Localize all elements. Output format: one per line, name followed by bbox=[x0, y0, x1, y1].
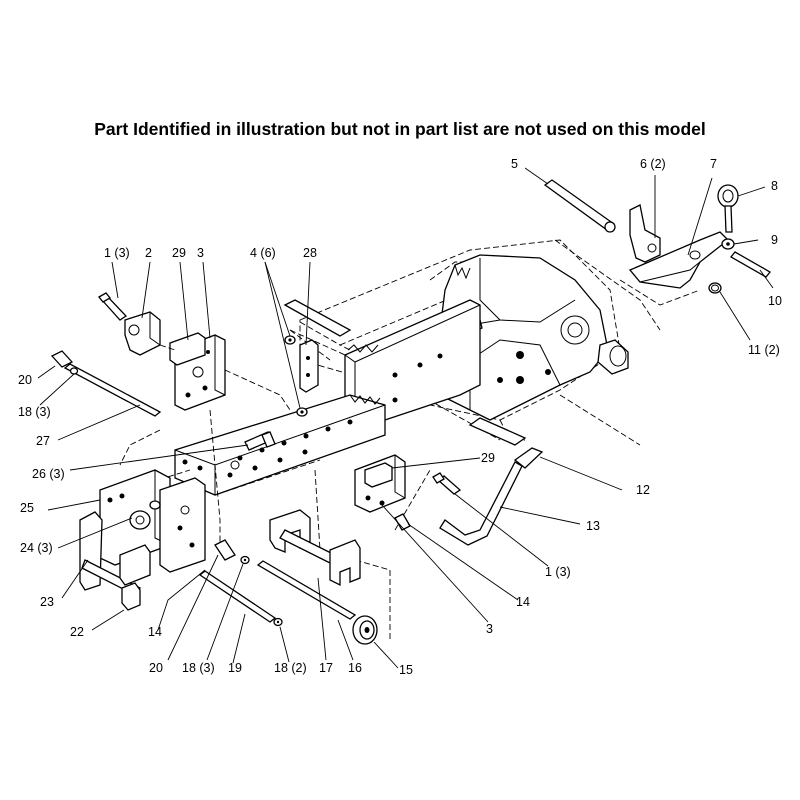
nut-part-4 bbox=[284, 335, 308, 417]
pin-part-5 bbox=[543, 179, 616, 233]
callout-14-left: 14 bbox=[148, 625, 162, 639]
callout-16: 16 bbox=[348, 661, 362, 675]
callout-8: 8 bbox=[771, 179, 778, 193]
bracket-part-17 bbox=[269, 509, 361, 587]
bracket-part-28 bbox=[299, 339, 319, 393]
spacer-part-14-lower bbox=[394, 513, 411, 531]
callout-12: 12 bbox=[636, 483, 650, 497]
callout-labels: 1 (3) 2 29 3 4 (6) 28 5 6 (2) 7 8 9 10 1… bbox=[18, 157, 782, 677]
link-part-22 bbox=[121, 582, 141, 611]
bushing-part-24 bbox=[129, 500, 161, 530]
washer-part-9 bbox=[721, 238, 735, 250]
callout-5: 5 bbox=[511, 157, 518, 171]
bracket-part-29-upper bbox=[169, 332, 206, 366]
clip-part-10 bbox=[730, 251, 771, 278]
callout-24: 24 (3) bbox=[20, 541, 53, 555]
callout-10: 10 bbox=[768, 294, 782, 308]
callout-6: 6 (2) bbox=[640, 157, 666, 171]
rod-part-19 bbox=[198, 570, 277, 623]
callout-11: 11 (2) bbox=[748, 343, 780, 357]
callout-18-lower: 18 (2) bbox=[274, 661, 307, 675]
leader-lines bbox=[37, 167, 774, 669]
callout-19: 19 bbox=[228, 661, 242, 675]
axle-shaft bbox=[283, 299, 527, 446]
callout-7: 7 bbox=[710, 157, 717, 171]
callout-14-right: 14 bbox=[516, 595, 530, 609]
bracket-part-25 bbox=[99, 469, 206, 573]
callout-17: 17 bbox=[319, 661, 333, 675]
handle-part-13 bbox=[439, 461, 523, 546]
callout-1-upper: 1 (3) bbox=[104, 246, 130, 260]
spacer-part-20-center bbox=[214, 539, 236, 561]
frame-rail bbox=[174, 394, 386, 496]
bolt-part-26 bbox=[244, 431, 276, 451]
rod-part-27 bbox=[50, 350, 162, 417]
callout-9: 9 bbox=[771, 233, 778, 247]
callout-2: 2 bbox=[145, 246, 152, 260]
bolt-part-1-lower bbox=[432, 472, 462, 495]
callout-23: 23 bbox=[40, 595, 54, 609]
shaft-part-16 bbox=[256, 560, 357, 620]
bracket-part-6 bbox=[629, 204, 661, 263]
callout-13: 13 bbox=[586, 519, 600, 533]
callout-4: 4 (6) bbox=[250, 246, 276, 260]
bolt-part-1-upper bbox=[98, 292, 128, 321]
eyebolt-part-8 bbox=[717, 184, 739, 233]
callout-28: 28 bbox=[303, 246, 317, 260]
bracket-part-2 bbox=[124, 311, 161, 356]
washer-part-18-lower bbox=[273, 617, 283, 627]
callout-20-upper: 20 bbox=[18, 373, 32, 387]
hitch-plate-phantom bbox=[619, 279, 701, 306]
plate-part-29-lower bbox=[364, 462, 393, 488]
grip-part-12 bbox=[513, 447, 544, 469]
pulley-part-15 bbox=[352, 615, 378, 645]
callout-15: 15 bbox=[399, 663, 413, 677]
callout-29-lower: 29 bbox=[481, 451, 495, 465]
callout-18-upper: 18 (3) bbox=[18, 405, 51, 419]
callout-26: 26 (3) bbox=[32, 467, 65, 481]
callout-20-lower: 20 bbox=[149, 661, 163, 675]
callout-3-upper: 3 bbox=[197, 246, 204, 260]
page-title: Part Identified in illustration but not … bbox=[94, 119, 706, 139]
callout-1-lower: 1 (3) bbox=[545, 565, 571, 579]
hitch-part-7 bbox=[628, 231, 729, 289]
callout-25: 25 bbox=[20, 501, 34, 515]
washer-part-18-center bbox=[240, 555, 250, 565]
callout-3-lower: 3 bbox=[486, 622, 493, 636]
callout-22: 22 bbox=[70, 625, 84, 639]
callout-29-upper: 29 bbox=[172, 246, 186, 260]
callout-18-center: 18 (3) bbox=[182, 661, 215, 675]
ring-part-11 bbox=[708, 282, 722, 294]
callout-27: 27 bbox=[36, 434, 50, 448]
